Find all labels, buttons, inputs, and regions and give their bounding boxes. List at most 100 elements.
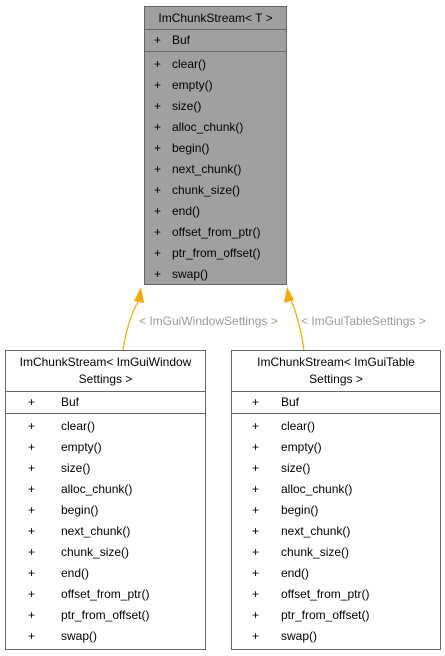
visibility-marker: + — [252, 440, 260, 454]
visibility-marker: + — [28, 461, 36, 475]
visibility-marker: + — [28, 545, 36, 559]
operation-name: alloc_chunk() — [281, 482, 353, 496]
attribute-row: + Buf — [6, 392, 205, 413]
operation-name: offset_from_ptr() — [281, 587, 370, 601]
visibility-marker: + — [154, 78, 162, 92]
visibility-marker: + — [252, 461, 260, 475]
operation-name: size() — [61, 461, 91, 475]
operation-name: size() — [281, 461, 311, 475]
operation-row: + swap() — [145, 264, 286, 285]
operation-name: swap() — [172, 267, 209, 281]
operation-row: + offset_from_ptr() — [145, 222, 286, 243]
edge-label-window: < ImGuiWindowSettings > — [139, 314, 278, 328]
operation-name: empty() — [61, 440, 102, 454]
operation-row: +chunk_size() — [232, 542, 440, 563]
visibility-marker: + — [252, 419, 260, 433]
attributes-section: + Buf — [232, 392, 440, 414]
operation-row: +offset_from_ptr() — [6, 584, 205, 605]
operation-name: ptr_from_offset() — [281, 608, 370, 622]
visibility-marker: + — [28, 440, 36, 454]
visibility-marker: + — [154, 57, 162, 71]
operation-row: + clear() — [145, 54, 286, 75]
visibility-marker: + — [28, 419, 36, 433]
operation-row: + alloc_chunk() — [145, 117, 286, 138]
class-box-table-settings[interactable]: ImChunkStream< ImGuiTable Settings > + B… — [231, 350, 441, 650]
edge-label-table: < ImGuiTableSettings > — [301, 314, 426, 328]
operation-row: + end() — [6, 563, 205, 584]
class-title: ImChunkStream< ImGuiTable Settings > — [232, 351, 440, 392]
operation-name: end() — [281, 566, 310, 580]
operation-row: +swap() — [232, 626, 440, 647]
operations-section: +clear()+empty()+size()+alloc_chunk()+be… — [145, 52, 286, 288]
operation-row: + next_chunk() — [232, 521, 440, 542]
operation-name: begin() — [281, 503, 319, 517]
attribute-name: Buf — [61, 395, 80, 409]
visibility-marker: + — [154, 267, 162, 281]
operation-name: chunk_size() — [281, 545, 350, 559]
visibility-marker: + — [252, 395, 260, 409]
operation-row: +begin() — [145, 138, 286, 159]
operation-row: +alloc_chunk() — [232, 479, 440, 500]
arrowhead-window-edge — [134, 287, 144, 303]
operation-name: begin() — [61, 503, 99, 517]
visibility-marker: + — [154, 183, 162, 197]
operation-name: chunk_size() — [61, 545, 130, 559]
visibility-marker: + — [28, 395, 36, 409]
operation-name: ptr_from_offset() — [172, 246, 261, 260]
operation-name: alloc_chunk() — [172, 120, 244, 134]
operation-name: begin() — [172, 141, 210, 155]
attribute-row: + Buf — [232, 392, 440, 413]
operation-name: end() — [172, 204, 201, 218]
class-box-base[interactable]: ImChunkStream< T > + Buf +clear()+empty(… — [144, 6, 287, 285]
operation-row: +ptr_from_offset() — [6, 605, 205, 626]
edge-table-to-base — [290, 299, 305, 351]
operation-name: alloc_chunk() — [61, 482, 133, 496]
operation-row: + clear() — [6, 416, 205, 437]
visibility-marker: + — [154, 246, 162, 260]
operation-row: + ptr_from_offset() — [145, 243, 286, 264]
visibility-marker: + — [28, 566, 36, 580]
operation-name: next_chunk() — [61, 524, 131, 538]
visibility-marker: + — [154, 33, 162, 47]
operation-name: end() — [61, 566, 90, 580]
class-title: ImChunkStream< ImGuiWindow Settings > — [6, 351, 205, 392]
visibility-marker: + — [252, 503, 260, 517]
operations-section: +clear()+empty()+size()+alloc_chunk()+be… — [232, 414, 440, 650]
operation-row: + next_chunk() — [145, 159, 286, 180]
visibility-marker: + — [252, 524, 260, 538]
visibility-marker: + — [28, 587, 36, 601]
operation-row: + begin() — [6, 500, 205, 521]
visibility-marker: + — [154, 225, 162, 239]
class-box-window-settings[interactable]: ImChunkStream< ImGuiWindow Settings > + … — [5, 350, 206, 650]
operation-row: + chunk_size() — [145, 180, 286, 201]
operation-name: empty() — [172, 78, 213, 92]
class-title-line1: ImChunkStream< ImGuiTable — [257, 355, 415, 369]
visibility-marker: + — [154, 120, 162, 134]
operation-name: size() — [172, 99, 202, 113]
operation-name: next_chunk() — [172, 162, 242, 176]
operation-row: + empty() — [145, 75, 286, 96]
visibility-marker: + — [28, 503, 36, 517]
attribute-name: Buf — [172, 33, 191, 47]
visibility-marker: + — [28, 629, 36, 643]
attribute-row: + Buf — [145, 30, 286, 51]
operation-row: + empty() — [6, 437, 205, 458]
operation-row: + begin() — [232, 500, 440, 521]
operation-name: offset_from_ptr() — [172, 225, 261, 239]
attributes-section: + Buf — [6, 392, 205, 414]
operation-row: +swap() — [6, 626, 205, 647]
operation-row: +empty() — [232, 437, 440, 458]
visibility-marker: + — [154, 162, 162, 176]
operation-name: clear() — [61, 419, 96, 433]
operation-name: clear() — [172, 57, 207, 71]
operation-name: chunk_size() — [172, 183, 241, 197]
operation-name: next_chunk() — [281, 524, 351, 538]
visibility-marker: + — [154, 204, 162, 218]
visibility-marker: + — [28, 608, 36, 622]
operation-row: + ptr_from_offset() — [232, 605, 440, 626]
visibility-marker: + — [252, 608, 260, 622]
class-title-line2: Settings > — [309, 372, 363, 386]
operation-row: +size() — [145, 96, 286, 117]
operation-row: + size() — [6, 458, 205, 479]
visibility-marker: + — [252, 629, 260, 643]
